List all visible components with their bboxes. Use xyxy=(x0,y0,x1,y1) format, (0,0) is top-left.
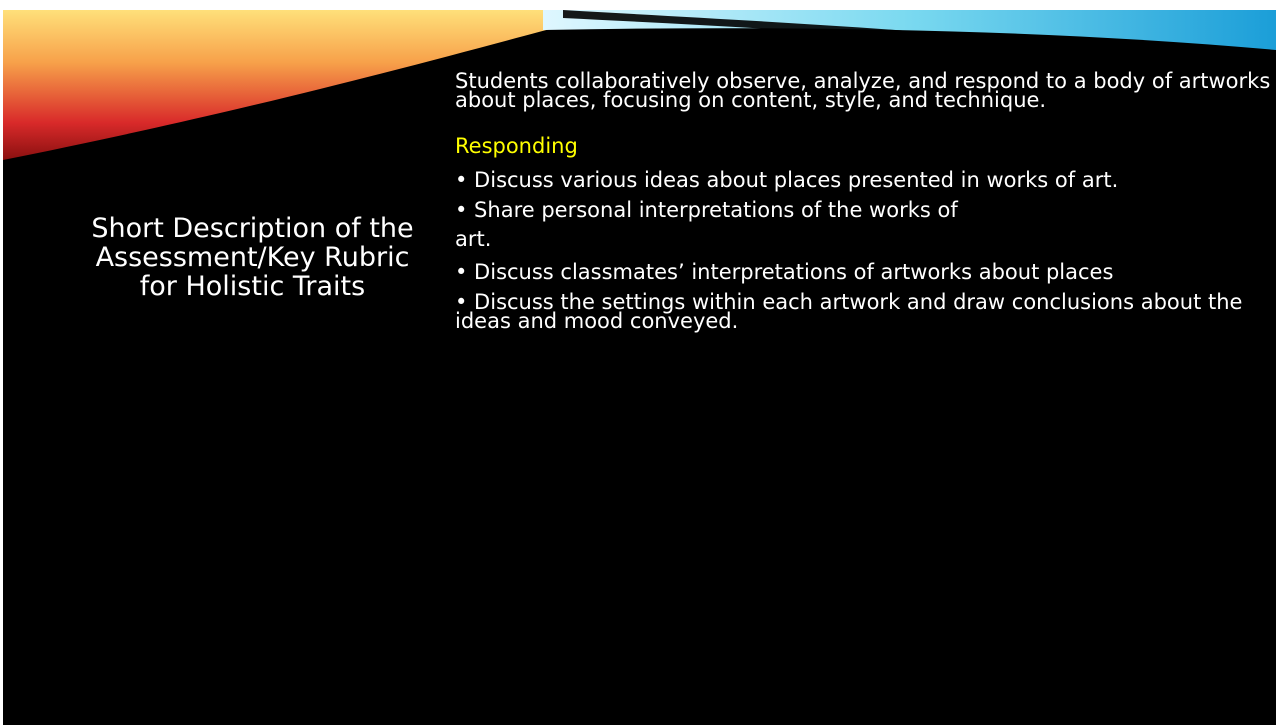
bullet-item-2-continuation: art. xyxy=(455,227,492,251)
intro-paragraph: Students collaboratively observe, analyz… xyxy=(455,69,1271,112)
slide-body: Students collaboratively observe, analyz… xyxy=(455,69,1273,342)
decorative-swoosh-graphic xyxy=(3,10,1276,160)
bullet-item-4: • Discuss the settings within each artwo… xyxy=(455,290,1243,333)
bullet-item-3: • Discuss classmates’ interpretations of… xyxy=(455,260,1114,284)
slide-title: Short Description of the Assessment/Key … xyxy=(91,213,414,302)
bullet-item-1: • Discuss various ideas about places pre… xyxy=(455,168,1119,192)
slide: Short Description of the Assessment/Key … xyxy=(3,10,1276,725)
bullet-item-2: • Share personal interpretations of the … xyxy=(455,198,958,222)
section-heading: Responding xyxy=(455,134,578,158)
